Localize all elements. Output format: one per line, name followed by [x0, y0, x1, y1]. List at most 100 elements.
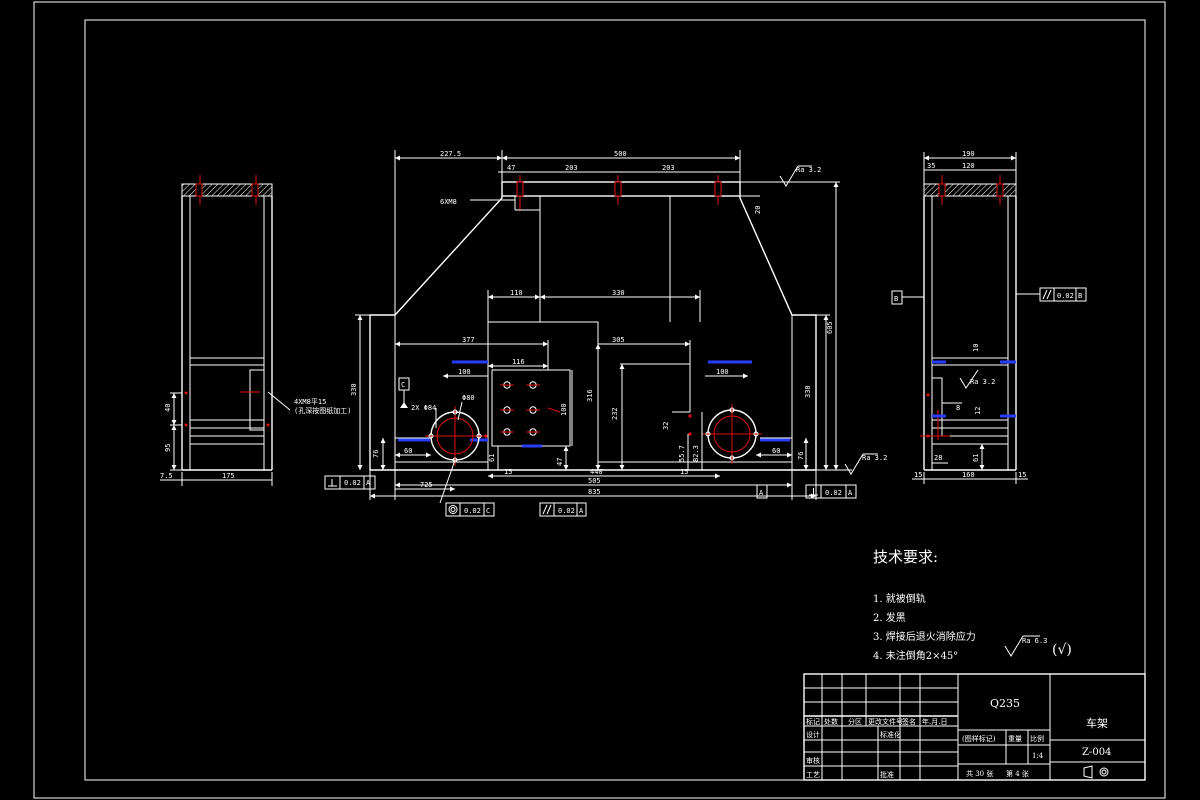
right-dim-12: 12 — [974, 407, 982, 415]
dim-60-a: 60 — [404, 447, 412, 455]
tb-sheet: 第 4 张 — [1006, 769, 1029, 778]
tb-code: Z-004 — [1082, 747, 1111, 758]
right-dim-35: 35 — [927, 162, 935, 170]
dim-330-right: 330 — [804, 385, 812, 398]
tb-review: 审核 — [806, 756, 820, 765]
datum-a: A — [759, 489, 764, 497]
right-dim-15-b: 15 — [1018, 471, 1026, 479]
right-dim-120: 120 — [962, 162, 975, 170]
right-dim-160: 160 — [962, 471, 975, 479]
right-tol-par: 0.02 — [1057, 292, 1074, 300]
dim-82-3: 82.3 — [692, 445, 700, 462]
dim-100-b: 100 — [716, 368, 729, 376]
dim-505: 505 — [588, 477, 601, 485]
tb-hdr-date: 年.月.日 — [922, 717, 947, 726]
technical-requirements: 技术要求: 1. 就被倒轨 2. 发黑 3. 焊接后退火消除应力 4. 未注倒角… — [873, 548, 1072, 662]
requirement-4: 4. 未注倒角2×45° — [873, 649, 958, 662]
dim-76-b: 76 — [797, 452, 805, 460]
dim-330: 330 — [612, 289, 625, 297]
tb-approve: 批准 — [880, 770, 894, 779]
requirement-2: 2. 发黑 — [873, 611, 906, 624]
tb-scale: 1:4 — [1032, 752, 1044, 760]
tb-total: 共 30 张 — [966, 769, 993, 778]
dim-227-5: 227.5 — [440, 150, 461, 158]
dim-47: 47 — [507, 164, 515, 172]
ra-note: Ra 6.3 — [1022, 637, 1047, 645]
requirement-1: 1. 就被倒轨 — [873, 592, 926, 605]
dim-116: 116 — [512, 358, 525, 366]
tb-scale-label: 比例 — [1030, 734, 1044, 743]
datum-c: C — [401, 381, 405, 389]
dim-725: 725 — [420, 481, 433, 489]
dim-203-a: 203 — [565, 164, 578, 172]
right-tol-par-ref: B — [1078, 292, 1082, 300]
right-dim-61: 61 — [972, 454, 980, 462]
right-ra: Ra 3.2 — [970, 378, 995, 386]
note-phi: Φ80 — [462, 394, 475, 402]
requirements-title: 技术要求: — [873, 548, 938, 566]
dim-440: 440 — [590, 468, 603, 476]
dim-835: 835 — [588, 488, 601, 496]
ra-top: Ra 3.2 — [796, 166, 821, 174]
tol-par: 0.02 — [558, 507, 575, 515]
ra-mark: (√) — [1052, 642, 1072, 658]
tb-hdr-sign: 签名 — [902, 717, 916, 726]
dim-61: 61 — [488, 454, 496, 462]
dim-377: 377 — [462, 336, 475, 344]
title-block: 标记 处数 分区 更改文件号 签名 年.月.日 设计 标准化 审核 工艺 批准 … — [803, 673, 1146, 781]
right-side-view: 190 35 120 B 0.02 B 10 Ra 3.2 8 12 61 28… — [891, 150, 1087, 484]
right-dim-10: 10 — [972, 344, 980, 352]
tb-hdr-mark: 标记 — [806, 717, 820, 726]
right-dim-15-a: 15 — [914, 471, 922, 479]
left-dim-175: 175 — [222, 472, 235, 480]
tb-weight: 重量 — [1008, 735, 1022, 743]
dim-76-a: 76 — [372, 450, 380, 458]
dim-110: 110 — [510, 289, 523, 297]
tol-conc: 0.02 — [464, 507, 481, 515]
projection-symbol-icon — [1083, 765, 1109, 779]
tb-name: 车架 — [1086, 716, 1108, 730]
dim-47-b: 47 — [556, 458, 564, 466]
inner-frame — [84, 19, 1146, 781]
requirement-3: 3. 焊接后退火消除应力 — [873, 630, 976, 643]
tb-hdr-count: 处数 — [824, 717, 838, 726]
left-dim-95: 95 — [164, 444, 172, 452]
dim-500: 500 — [614, 150, 627, 158]
tb-hdr-change: 更改文件号 — [868, 717, 903, 726]
left-note-2: (孔深按图纸加工) — [294, 406, 351, 415]
dim-232: 232 — [611, 407, 619, 420]
tol-flat-ref: A — [366, 479, 371, 487]
dim-100-c: 100 — [560, 403, 568, 416]
dim-330-left: 330 — [350, 383, 358, 396]
note-holes: 2X Φ84 — [411, 404, 436, 412]
tb-process: 工艺 — [806, 771, 820, 779]
dim-305: 305 — [612, 336, 625, 344]
left-note-1: 4XM8平15 — [294, 398, 326, 406]
dim-15-b: 15 — [680, 468, 688, 476]
tb-hdr-zone: 分区 — [848, 717, 862, 726]
tol-perp-ref: A — [848, 489, 853, 497]
left-dim-40: 40 — [164, 404, 172, 412]
right-dim-190: 190 — [962, 150, 975, 158]
dim-605: 605 — [826, 321, 834, 334]
front-view: 227.5 500 47 203 203 20 Ra 3.2 6XM8 110 … — [324, 150, 887, 517]
dim-100-a: 100 — [458, 368, 471, 376]
dim-15-a: 15 — [504, 468, 512, 476]
tol-perp: 0.02 — [825, 489, 842, 497]
tol-conc-ref: C — [486, 507, 490, 515]
note-drill: 6XM8 — [440, 198, 457, 206]
outer-frame — [33, 1, 1166, 799]
tol-par-ref: A — [579, 507, 584, 515]
dim-20: 20 — [754, 206, 762, 214]
datum-b: B — [894, 295, 898, 303]
dim-55-7: 55.7 — [678, 445, 686, 462]
tb-material: Q235 — [990, 697, 1020, 710]
dim-203-b: 203 — [662, 164, 675, 172]
left-side-view: 4XM8平15 (孔深按图纸加工) 40 95 7.5 175 — [160, 175, 351, 486]
right-dim-28: 28 — [934, 454, 942, 462]
dim-60-b: 60 — [772, 447, 780, 455]
tb-marker: (图样标记) — [962, 734, 996, 743]
left-dim-7-5: 7.5 — [160, 472, 173, 480]
tol-flat: 0.02 — [344, 479, 361, 487]
